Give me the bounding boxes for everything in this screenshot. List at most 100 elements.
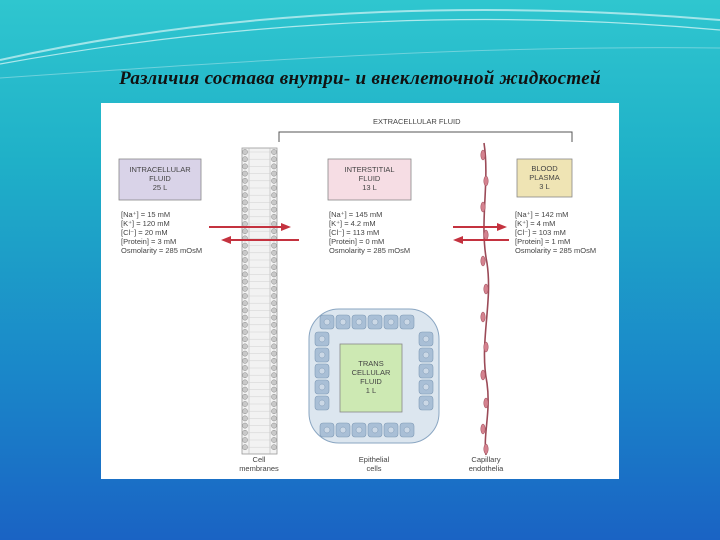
endothelial-cell: [483, 229, 489, 241]
slide-title: Различия состава внутри- и внеклеточной …: [119, 68, 601, 89]
membrane-bead: [271, 329, 277, 335]
membrane-bead: [271, 249, 277, 256]
interstitial-box: [327, 158, 412, 201]
membrane-bead: [271, 336, 277, 343]
membrane-bead: [242, 336, 248, 343]
membrane-bead: [242, 278, 248, 285]
membrane-bead: [242, 149, 248, 155]
decorative-swoosh: [0, 9, 720, 79]
membrane-bead: [242, 314, 248, 321]
membrane-bead: [271, 437, 277, 443]
value-row: [Na⁺] = 15 mM: [121, 210, 171, 219]
plasma-line-2: PLASMA: [529, 173, 560, 182]
intracellular-line-2: FLUID: [149, 174, 171, 183]
value-row: [Cl⁻] = 113 mM: [329, 228, 380, 237]
cell-membrane-column: [241, 147, 278, 455]
membrane-bead: [271, 271, 277, 278]
membrane-bead: [242, 357, 248, 364]
caption-line: Cell: [252, 455, 266, 464]
value-row: [Na⁺] = 142 mM: [515, 210, 569, 219]
membrane-bead: [271, 372, 277, 379]
intracellular-values: [Na⁺] = 15 mM [K⁺] = 120 mM [Cl⁻] = 20 m…: [121, 210, 202, 255]
value-row: [Protein] = 0 mM: [329, 237, 385, 246]
membrane-bead: [242, 300, 248, 307]
fluid-compartments-figure: EXTRACELLULAR FLUID INTRACELLULAR FLUID …: [101, 103, 619, 479]
transcellular-line-2: CELLULAR: [351, 368, 391, 377]
membrane-bead: [242, 415, 248, 422]
membrane-bead: [242, 242, 248, 249]
value-row: [K⁺] = 4.2 mM: [329, 219, 376, 228]
membrane-bead: [242, 429, 248, 436]
membrane-bead: [242, 213, 248, 220]
interstitial-box-label: INTERSTITIAL FLUID 13 L: [328, 165, 411, 192]
plasma-values: [Na⁺] = 142 mM [K⁺] = 4 mM [Cl⁻] = 103 m…: [515, 210, 596, 255]
membrane-bead: [242, 228, 248, 235]
value-row: Osmolarity = 285 mOsM: [121, 246, 203, 255]
caption-line: cells: [366, 464, 382, 473]
membrane-bead: [271, 170, 277, 177]
epithelial-cells-label: Epithelial cells: [344, 455, 404, 473]
membrane-bead: [271, 213, 277, 220]
endothelial-cell: [483, 443, 489, 455]
membrane-bead: [242, 221, 248, 227]
membrane-bead: [271, 300, 277, 307]
value-row: [Na⁺] = 145 mM: [329, 210, 383, 219]
value-row: [K⁺] = 120 mM: [121, 219, 170, 228]
exchange-arrows: [209, 223, 509, 244]
intracellular-line-1: INTRACELLULAR: [129, 165, 191, 174]
plasma-box: [516, 158, 573, 198]
membrane-bead: [271, 206, 277, 213]
epithelial-cells: [314, 314, 434, 438]
membrane-bead: [271, 444, 277, 451]
membrane-bead: [271, 350, 277, 357]
plasma-line-3: 3 L: [539, 182, 550, 191]
endothelial-cell: [480, 369, 486, 381]
membrane-bead: [242, 293, 248, 299]
membrane-bead: [242, 329, 248, 335]
membrane-bead: [271, 221, 277, 227]
membrane-bead: [242, 192, 248, 199]
membrane-bead: [242, 264, 248, 271]
membrane-bead: [242, 257, 248, 263]
plasma-line-1: BLOOD: [531, 164, 558, 173]
membrane-bead: [242, 177, 248, 184]
value-row: [Protein] = 3 mM: [121, 237, 177, 246]
figure-drawing: [118, 131, 573, 456]
caption-line: Capillary: [471, 455, 501, 464]
membrane-bead: [271, 293, 277, 299]
endothelial-cell: [483, 341, 489, 353]
membrane-bead: [242, 437, 248, 443]
transcellular-box: [339, 343, 403, 413]
membrane-bead: [242, 408, 248, 415]
membrane-bead: [242, 156, 248, 163]
transcellular-box-label: TRANS CELLULAR FLUID 1 L: [340, 359, 402, 395]
membrane-bead: [271, 422, 277, 429]
membrane-bead: [271, 365, 277, 371]
intracellular-box: [118, 158, 202, 201]
membrane-bead: [242, 321, 248, 328]
membrane-bead: [271, 357, 277, 364]
membrane-bead: [242, 249, 248, 256]
transcellular-line-4: 1 L: [365, 386, 377, 395]
value-row: Osmolarity = 285 mOsM: [515, 246, 597, 255]
value-row: [Protein] = 1 mM: [515, 237, 571, 246]
membrane-bead: [271, 149, 277, 155]
intracellular-box-label: INTRACELLULAR FLUID 25 L: [119, 165, 201, 192]
membrane-bead: [242, 444, 248, 451]
interstitial-line-2: FLUID: [358, 174, 381, 183]
membrane-bead: [242, 170, 248, 177]
membrane-bead: [271, 429, 277, 436]
membrane-bead: [271, 163, 277, 170]
membrane-bead: [271, 285, 277, 292]
membrane-bead: [271, 192, 277, 199]
value-row: [Cl⁻] = 20 mM: [121, 228, 168, 237]
membrane-bead: [242, 422, 248, 429]
membrane-bead: [271, 386, 277, 393]
membrane-bead: [271, 307, 277, 314]
membrane-bead: [242, 163, 248, 170]
membrane-bead: [271, 393, 277, 400]
membrane-bead: [242, 365, 248, 371]
membrane-bead: [271, 257, 277, 263]
capillary-endothelium: [483, 142, 490, 456]
plasma-box-label: BLOOD PLASMA 3 L: [517, 164, 572, 191]
